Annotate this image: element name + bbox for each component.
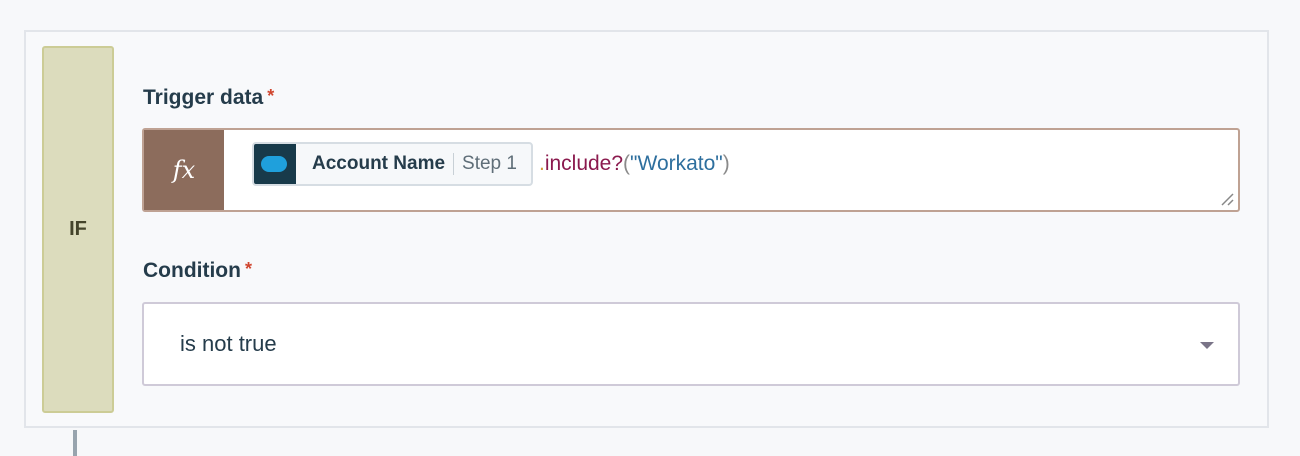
- if-block[interactable]: IF: [42, 46, 114, 413]
- if-label: IF: [69, 218, 87, 240]
- formula-content[interactable]: Account Name Step 1 .include?("Workato"): [224, 124, 730, 204]
- formula-dot: .: [538, 152, 545, 175]
- pill-divider: [453, 153, 455, 175]
- datapill-step: Step 1: [462, 153, 517, 174]
- trigger-data-label-text: Trigger data: [143, 86, 264, 109]
- chevron-down-icon[interactable]: [1200, 342, 1214, 349]
- formula-string: "Workato": [630, 152, 723, 175]
- datapill-account-name[interactable]: Account Name Step 1: [252, 142, 533, 186]
- condition-selected-value: is not true: [180, 331, 277, 356]
- trigger-data-label: Trigger data*: [143, 86, 274, 110]
- required-marker: *: [267, 86, 275, 106]
- resize-handle-icon[interactable]: [1220, 192, 1234, 206]
- required-marker: *: [244, 259, 252, 279]
- salesforce-icon: [253, 144, 296, 184]
- formula-method: include?: [544, 152, 624, 175]
- datapill-field: Account Name: [312, 153, 446, 174]
- formula-open-paren: (: [623, 152, 631, 175]
- formula-close-paren: ): [722, 152, 730, 175]
- formula-mode-icon[interactable]: fx: [144, 130, 224, 210]
- step-connector: [73, 430, 77, 456]
- condition-label-text: Condition: [143, 259, 241, 282]
- condition-select[interactable]: is not true: [142, 302, 1240, 386]
- condition-label: Condition*: [143, 259, 252, 283]
- trigger-data-formula-field[interactable]: fx Account Name Step 1 .include?("Workat…: [142, 128, 1240, 212]
- formula-text[interactable]: .include?("Workato"): [539, 152, 730, 176]
